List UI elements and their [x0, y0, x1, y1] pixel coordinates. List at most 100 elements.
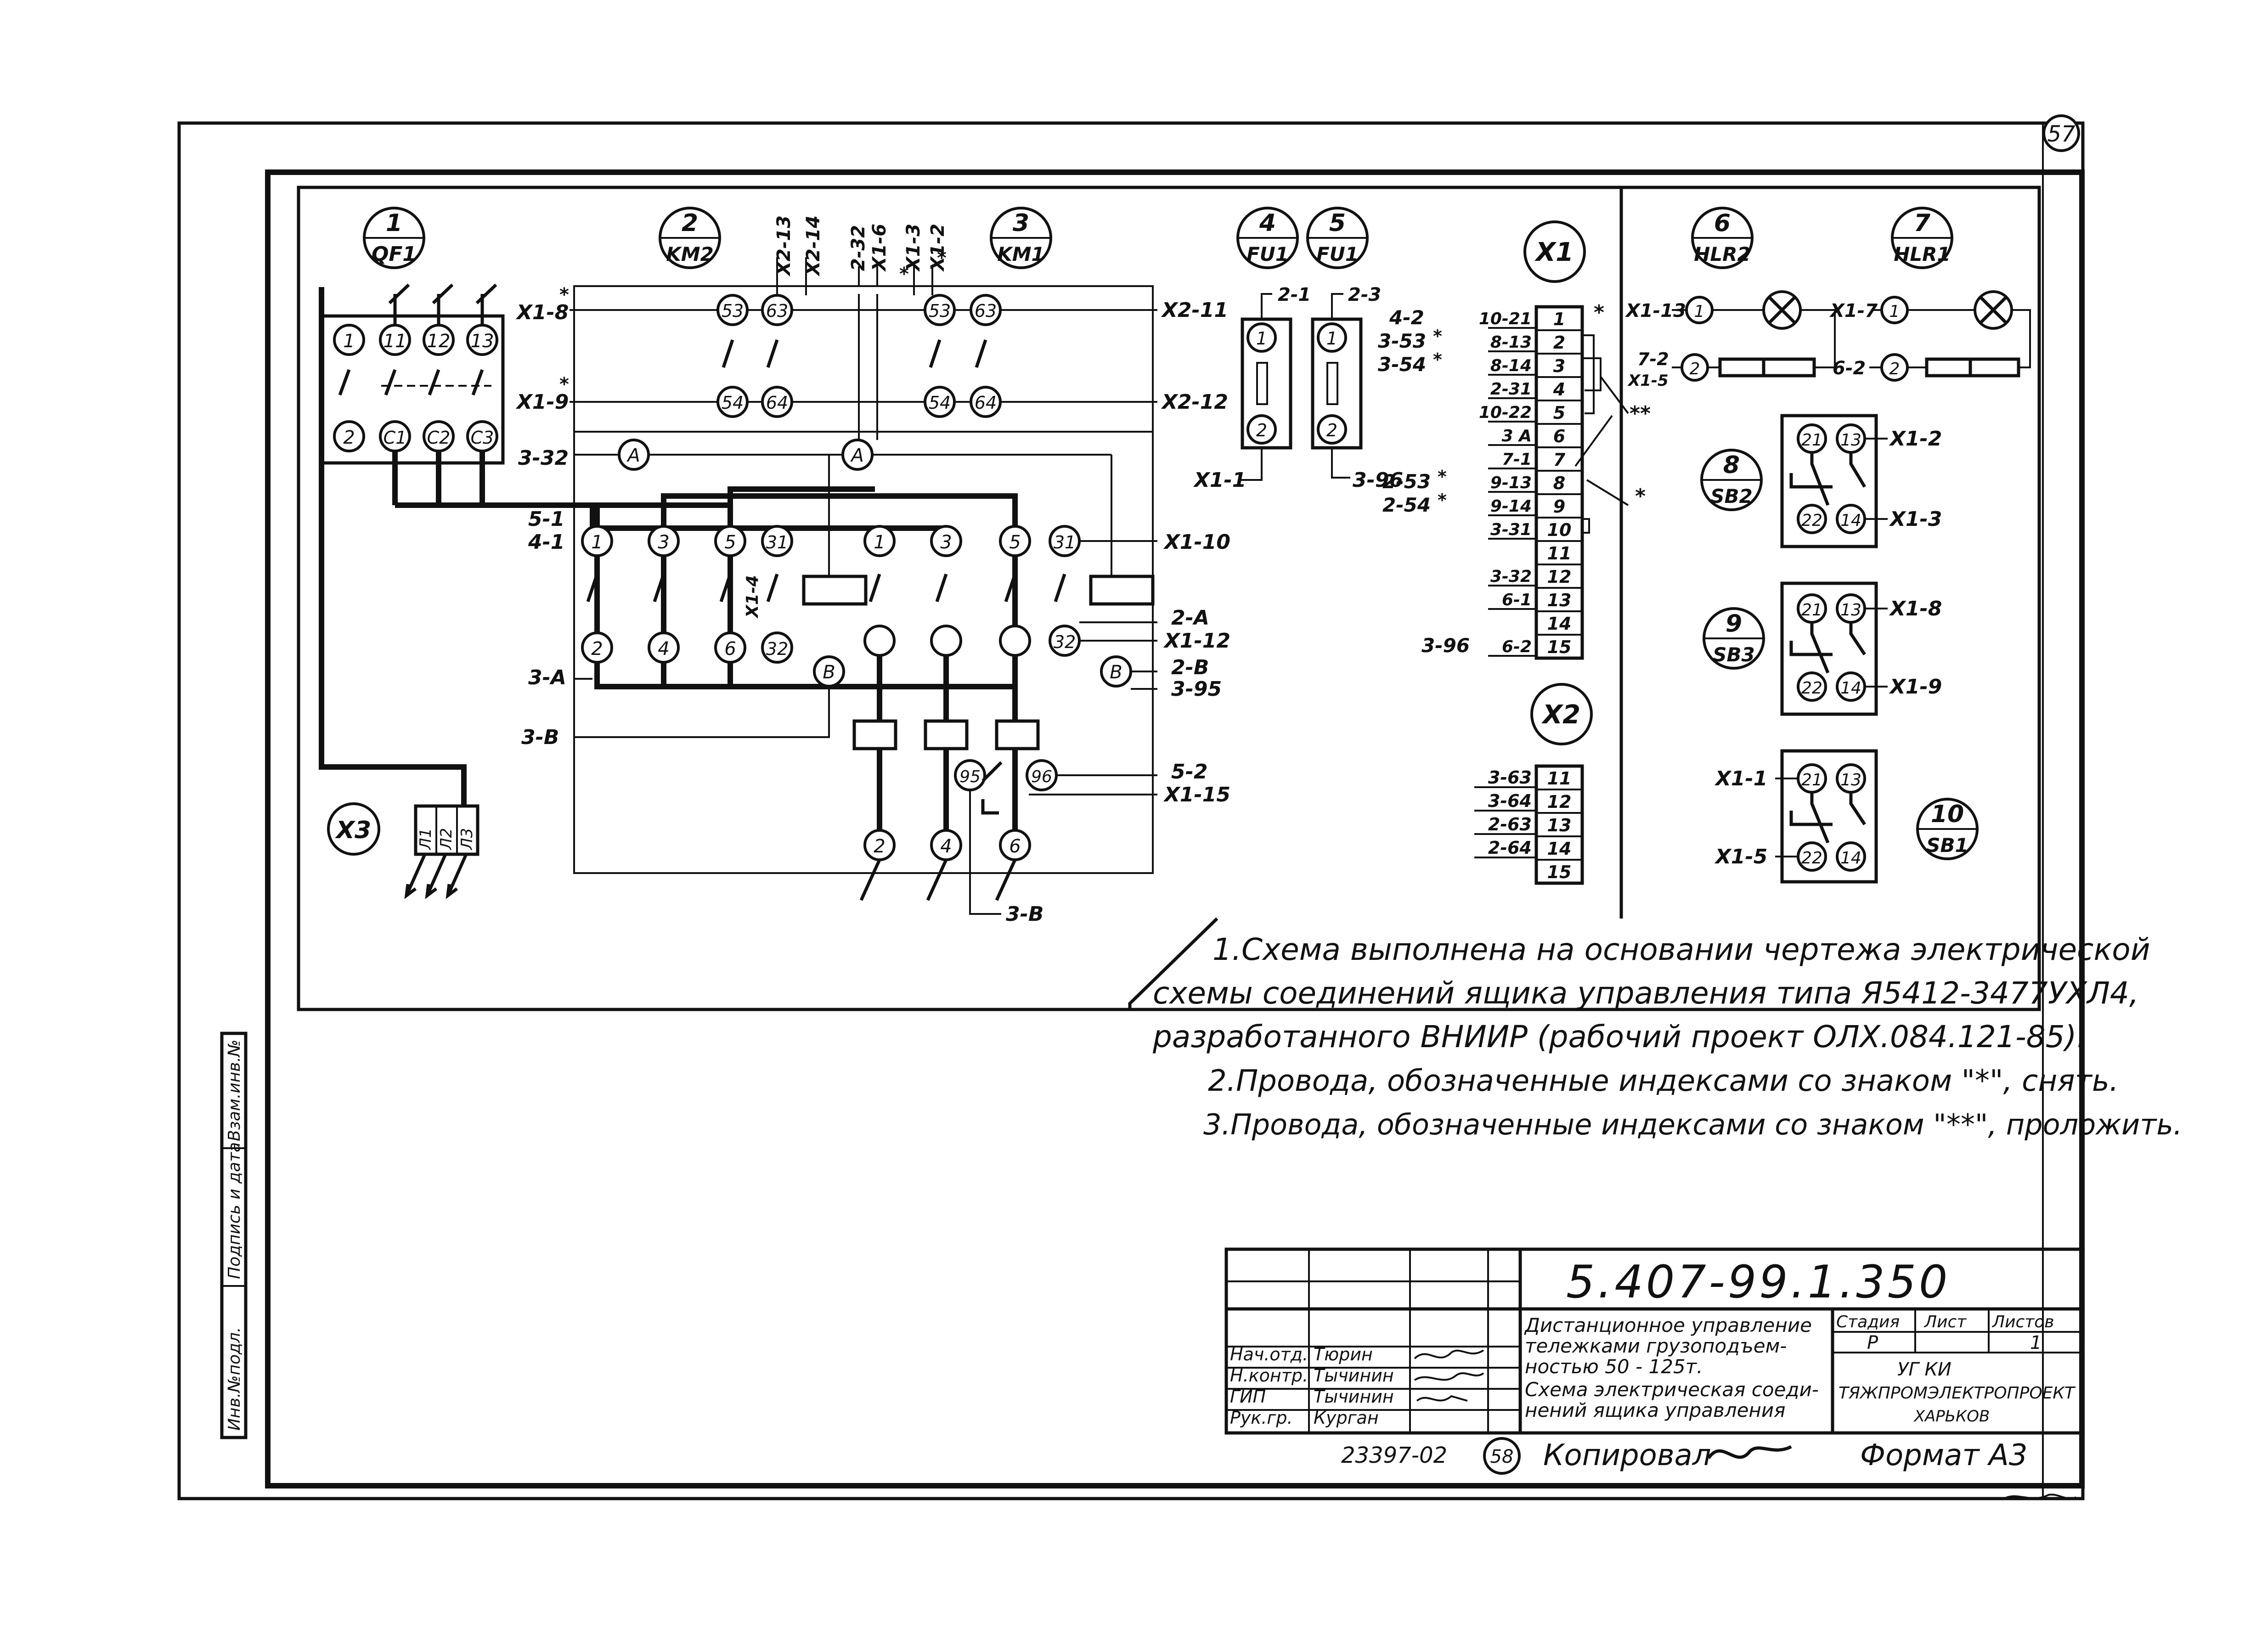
sb3-number: 9 [1726, 610, 1742, 637]
km1-coil [1089, 575, 1155, 606]
footer: 23397-02 58 Копировал Формат А3 [1341, 1437, 2076, 1500]
aux-contacts: Х1-8 * Х1-9 * 53 63 54 64 53 63 54 64 Х2… [515, 215, 1228, 874]
side-stamp: Инв.№подл. Подпись и дата Взам.инв.№ [220, 1032, 248, 1439]
km2-aux-53: 53 [722, 301, 744, 321]
copier-signature [1707, 1445, 1792, 1460]
km1-code: KM1 [997, 243, 1045, 265]
x1-wire-mark: 6-1 [1502, 591, 1532, 609]
page-number-circle [2042, 114, 2080, 152]
role-norm-control: Н.контр. [1230, 1365, 1308, 1386]
name-head: Тюрин [1314, 1344, 1373, 1364]
x2-wire-mark: 2-64 [1488, 838, 1532, 858]
km2-main-2: 2 [591, 638, 603, 660]
km1-main-31: 31 [1054, 532, 1076, 553]
hlr2-out-a: 7-2 [1637, 349, 1669, 369]
wire-x2-11: Х2-11 [1161, 299, 1228, 322]
sb3-t21: 21 [1801, 601, 1822, 620]
wire-x2-14: Х2-14 [803, 215, 824, 277]
wire-5-2: 5-2 [1171, 760, 1208, 784]
org-line-2: ТЯЖПРОМЭЛЕКТРОПРОЕКТ [1839, 1384, 2076, 1403]
wire-x1-4: Х1-4 [743, 575, 762, 619]
fu1b-number: 5 [1329, 209, 1346, 237]
km1-aux-54: 54 [929, 393, 951, 413]
wire-x1-9: Х1-9 [515, 390, 569, 414]
doc-number: 5.407-99.1.350 [1566, 1256, 1950, 1308]
fuses: 4 FU1 5 FU1 2-1 2-3 1 2 1 2 Х1-1 3-96 [1193, 207, 1403, 492]
x2-terminal-number: 15 [1547, 862, 1572, 882]
title-line-1: Дистанционное управление [1524, 1314, 1812, 1336]
page-number: 57 [2047, 121, 2076, 147]
wire-3-32: 3-32 [518, 446, 569, 470]
x1-wire-mark: 9-14 [1490, 497, 1532, 516]
wire-2-b: 2-В [1171, 656, 1209, 679]
hlr2-code: HLR2 [1694, 243, 1750, 265]
sb2-w1: Х1-2 [1889, 427, 1942, 451]
km1-main-32: 32 [1054, 632, 1076, 652]
out-term-2: 2 [874, 836, 885, 857]
x1-wire-mark: 3-31 [1490, 520, 1532, 539]
km2-aux-64: 64 [766, 393, 788, 413]
km2-number: 2 [682, 209, 698, 237]
wire-x1-8-star: * [559, 284, 569, 305]
fu-b-top-wire: 2-3 [1348, 284, 1381, 305]
fu-b-t1: 1 [1326, 328, 1337, 349]
overload-96: 96 [1031, 767, 1052, 786]
wire-x1-8: Х1-8 [515, 301, 569, 324]
x3-label: X3 [335, 817, 371, 844]
x1-external-wire: 3-53 [1378, 330, 1426, 352]
fu-a-t1: 1 [1256, 328, 1267, 349]
x1-wire-star: * [1438, 490, 1447, 510]
wire-x1-10: Х1-10 [1163, 530, 1230, 554]
inventory-number: 23397-02 [1341, 1443, 1447, 1468]
x2-terminal-number: 12 [1547, 792, 1572, 812]
sb3-w2: Х1-9 [1889, 675, 1942, 699]
x1-external-wire: 2-53 [1382, 470, 1431, 493]
copied-by-label: Копировал [1543, 1438, 1711, 1472]
signature-3 [1416, 1395, 1468, 1402]
fu-b-t2: 2 [1326, 420, 1337, 440]
fu1a-number: 4 [1259, 209, 1276, 237]
x1-terminal-number: 9 [1553, 496, 1565, 517]
wire-x2-13: Х2-13 [773, 215, 795, 277]
km2-code: KM2 [666, 243, 714, 265]
hlr1-t1: 1 [1889, 302, 1900, 321]
sb2-t22: 22 [1801, 511, 1822, 530]
wire-5-1: 5-1 [528, 507, 565, 531]
x1-wire-mark: 8-13 [1490, 333, 1532, 352]
fu1b-code: FU1 [1316, 243, 1359, 265]
main-power-contacts: 3-32 А А 5-1 4-1 1 3 5 31 Х1-4 2 4 6 32 … [395, 294, 1230, 926]
node-a-left: А [626, 445, 640, 466]
copy-number: 58 [1490, 1446, 1514, 1467]
org-line-3: ХАРЬКОВ [1913, 1407, 1990, 1426]
wire-3-b-out: 3-В [1006, 902, 1043, 926]
x1-terminal-number: 14 [1547, 614, 1572, 634]
sb1-t21: 21 [1801, 771, 1822, 789]
sb1-t13: 13 [1840, 771, 1861, 789]
x1-external-wire: 2-54 [1382, 494, 1431, 516]
note-2: 2.Провода, обозначенные индексами со зна… [1208, 1064, 2119, 1098]
x1-wire-mark: 6-2 [1502, 637, 1532, 656]
fu-b-bottom-wire: 3-96 [1353, 468, 1403, 492]
qf1-term-11: 11 [384, 331, 407, 352]
wire-x1-3: Х1-3 [903, 224, 924, 272]
qf1-term-13: 13 [471, 331, 494, 352]
x1-rows: 12345678910111213141510-214-28-133-53*8-… [1378, 306, 1582, 657]
x1-wire-mark: 7-1 [1502, 450, 1532, 469]
km2-main-31: 31 [766, 532, 788, 553]
note-3: 3.Провода, обозначенные индексами со зна… [1203, 1108, 2183, 1141]
sb1-t22: 22 [1801, 849, 1822, 868]
x2-terminal-number: 13 [1547, 815, 1572, 835]
note-1-line-3: разработанного ВНИИР (рабочий проект ОЛХ… [1152, 1019, 2086, 1054]
sb1-w2: Х1-5 [1714, 845, 1767, 868]
x2-terminal-number: 14 [1547, 839, 1572, 859]
wire-x1-6: Х1-6 [869, 224, 890, 272]
x1-terminal-number: 8 [1553, 473, 1565, 493]
x2-terminal-number: 11 [1547, 768, 1572, 789]
km1-main-3: 3 [940, 532, 952, 553]
wire-3-b: 3-В [521, 726, 559, 749]
wire-x1-2: Х1-2 [927, 224, 948, 272]
sb2-t13: 13 [1840, 431, 1861, 450]
x1-wire-mark: 2-31 [1490, 380, 1532, 399]
hlr1-out-wire: 6-2 [1833, 358, 1866, 379]
